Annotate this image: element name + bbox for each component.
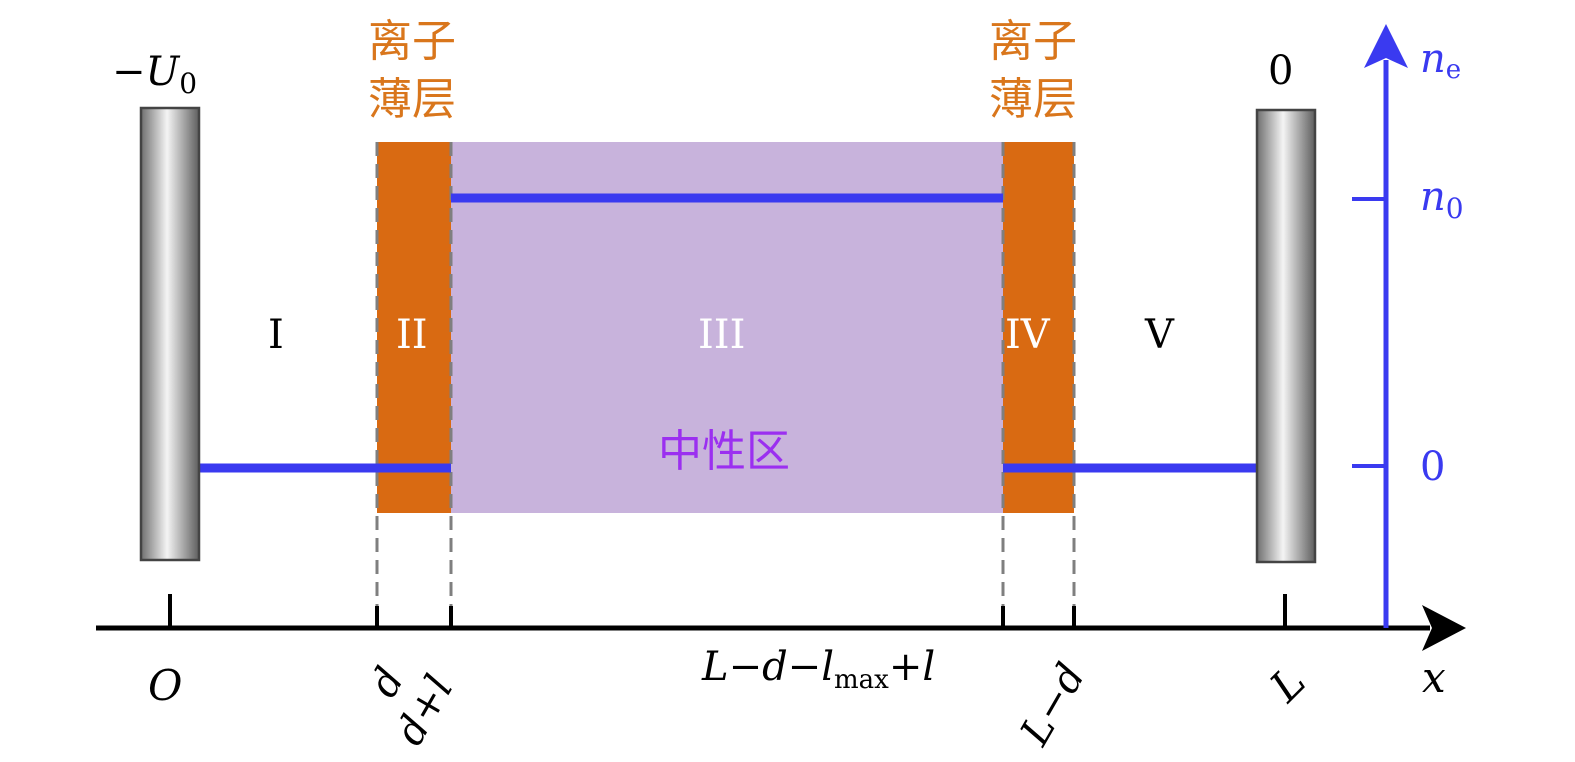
- x-label-L-minus-d: L−d: [1011, 656, 1094, 754]
- density-axis-arrow-icon: [1364, 24, 1408, 68]
- boundary-dashed-lines: [375, 142, 1076, 608]
- left-electrode-icon: [139, 106, 201, 562]
- x-axis-label: x: [1422, 653, 1446, 702]
- left-sheath-label-line2: 薄层: [368, 74, 456, 125]
- right-sheath-region: [1003, 142, 1074, 513]
- right-sheath-label-line1: 离子: [989, 16, 1077, 67]
- density-zero-label: 0: [1420, 444, 1445, 490]
- region-V-label: V: [1144, 312, 1175, 358]
- left-voltage-label: −U0: [112, 49, 197, 100]
- neutral-region: [451, 142, 1003, 513]
- region-II-label: II: [396, 312, 428, 358]
- density-profile: [198, 193, 1257, 473]
- x-label-middle: L−d−lmax+l: [701, 644, 935, 695]
- right-voltage-label: 0: [1268, 48, 1293, 94]
- right-sheath-label-line2: 薄层: [989, 74, 1077, 125]
- region-III-label: III: [698, 312, 745, 358]
- x-axis-arrow-icon: [1422, 605, 1466, 651]
- neutral-zone-label: 中性区: [658, 426, 790, 477]
- left-sheath-region: [377, 142, 451, 513]
- density-axis-label: ne: [1420, 36, 1461, 85]
- x-label-O: O: [148, 661, 182, 710]
- region-I-label: I: [268, 312, 284, 358]
- x-axis-ticks: [168, 594, 1287, 628]
- density-n0-label: n0: [1420, 174, 1464, 225]
- right-electrode-icon: [1255, 108, 1317, 564]
- x-label-L: L: [1260, 657, 1315, 712]
- left-sheath-label-line1: 离子: [368, 16, 456, 67]
- region-IV-label: IV: [1005, 312, 1051, 358]
